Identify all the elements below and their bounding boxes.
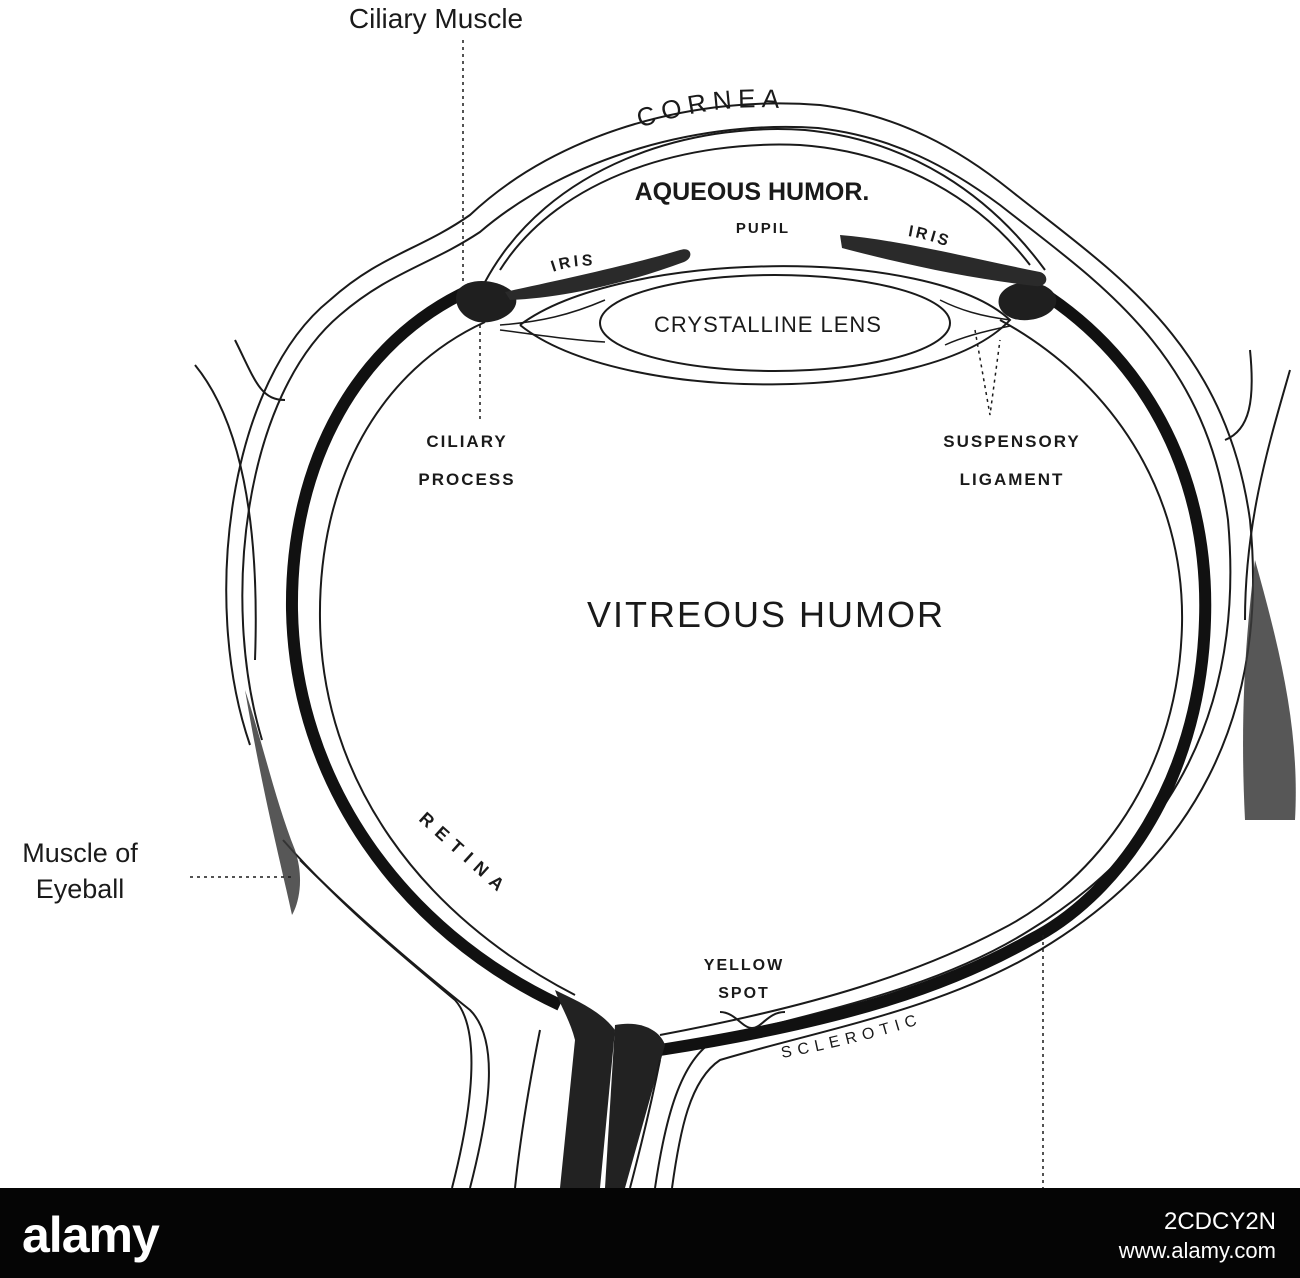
eye-cross-section-diagram: Ciliary Muscle CORNEA AQUEOUS HUMOR. PUP… xyxy=(22,3,1296,1188)
eyeball-muscle-right xyxy=(1243,560,1296,820)
label-suspensory-line1: SUSPENSORY xyxy=(943,432,1080,451)
site-url: www.alamy.com xyxy=(1118,1238,1276,1263)
ciliary-bodies xyxy=(456,280,1057,323)
label-pupil: PUPIL xyxy=(736,220,790,237)
label-ciliary-process-line2: PROCESS xyxy=(418,470,515,489)
brand-logo: alamy xyxy=(22,1207,160,1263)
orbit-curves xyxy=(194,339,1291,661)
retina-line xyxy=(318,319,1184,1036)
iris-right-shape xyxy=(840,235,1047,287)
label-cornea: CORNEA xyxy=(633,83,786,133)
label-muscle-of-eyeball-line2: Eyeball xyxy=(36,874,125,904)
yellow-spot-dip xyxy=(719,1011,786,1030)
label-suspensory-line2: LIGAMENT xyxy=(960,470,1065,489)
cornea-layers xyxy=(484,128,1046,283)
label-iris-left: IRIS xyxy=(549,253,595,276)
label-aqueous-humor: AQUEOUS HUMOR. xyxy=(635,178,870,206)
watermark-footer: alamy 2CDCY2N www.alamy.com xyxy=(0,1188,1300,1278)
label-yellow-spot-line1: YELLOW xyxy=(704,957,784,974)
label-yellow-spot-line2: SPOT xyxy=(718,985,770,1002)
image-id: 2CDCY2N xyxy=(1163,1208,1276,1235)
label-ciliary-muscle: Ciliary Muscle xyxy=(349,3,523,34)
sclera-outer-wall xyxy=(225,102,1254,1188)
label-muscle-of-eyeball-line1: Muscle of xyxy=(22,838,138,868)
iris-left-shape xyxy=(505,249,691,300)
leader-lines xyxy=(190,40,1044,1188)
label-crystalline-lens: CRYSTALLINE LENS xyxy=(654,312,882,337)
eyeball-muscle-left xyxy=(245,690,301,915)
optic-nerve-lines xyxy=(514,1029,661,1188)
crystalline-lens xyxy=(519,265,1012,386)
optic-nerve xyxy=(555,990,665,1188)
label-vitreous-humor: VITREOUS HUMOR xyxy=(587,594,945,635)
choroid-ring xyxy=(285,279,1212,1056)
label-ciliary-process-line1: CILIARY xyxy=(426,432,507,451)
